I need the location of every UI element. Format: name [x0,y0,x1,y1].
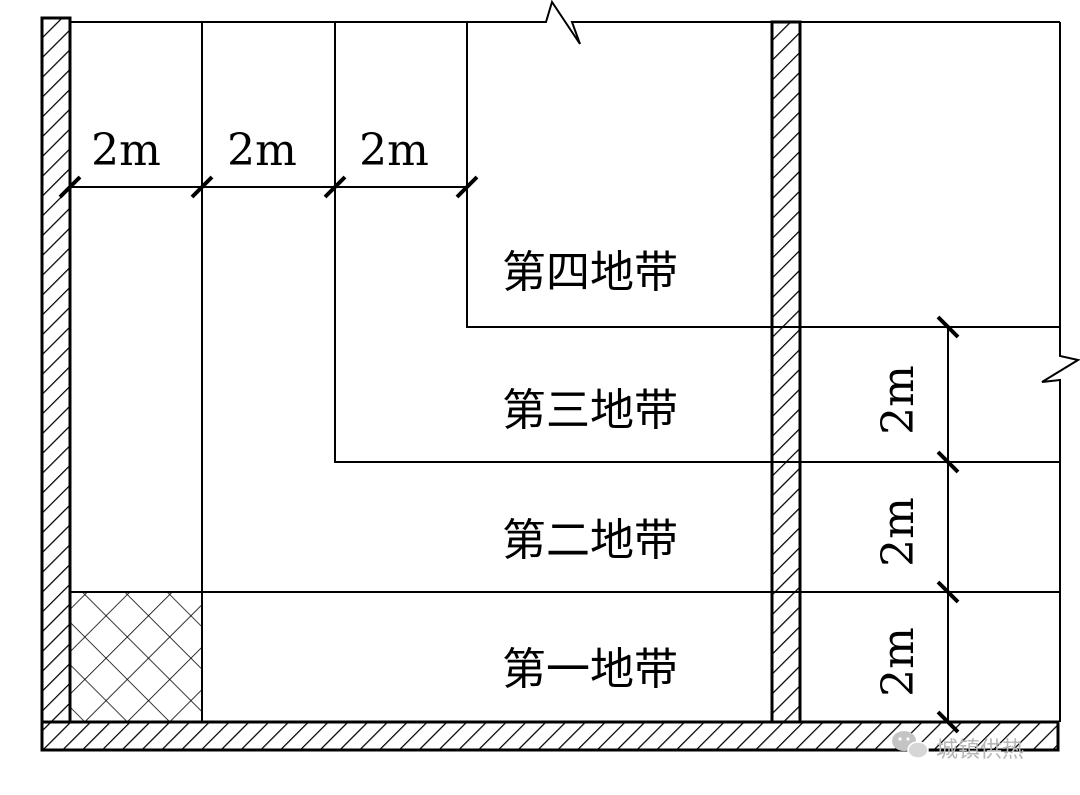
top-dim-label-1: 2m [91,125,161,176]
corner-crosshatch [69,591,203,723]
middle-wall [770,20,802,724]
zone3-boundary-line [466,22,1060,328]
right-tick-1 [936,315,960,339]
wechat-icon [892,731,929,759]
top-dimension [58,175,479,199]
right-tick-4 [936,710,960,734]
right-dimension [936,315,960,734]
top-boundary-break [70,0,1060,45]
top-tick-4 [455,175,479,199]
zone2-label: 第二地带 [502,515,678,566]
top-dim-label-3: 2m [359,125,429,176]
right-dim-label-1: 2m [873,365,924,435]
top-tick-2 [190,175,214,199]
zone3-label: 第三地带 [502,385,678,436]
top-tick-1 [58,175,82,199]
watermark: 城镇供热 [892,731,1024,763]
right-tick-2 [936,450,960,474]
right-tick-3 [936,580,960,604]
zone1-label: 第一地带 [502,644,678,695]
top-tick-3 [323,175,347,199]
right-dim-label-2: 2m [873,497,924,567]
right-boundary-break [1041,22,1080,722]
watermark-text: 城镇供热 [936,738,1024,763]
zone2-boundary-line [334,22,1060,463]
zone4-label: 第四地带 [502,247,678,298]
left-wall [40,16,72,752]
top-dim-label-2: 2m [227,125,297,176]
right-dim-label-3: 2m [873,627,924,697]
bottom-wall [40,720,1060,752]
